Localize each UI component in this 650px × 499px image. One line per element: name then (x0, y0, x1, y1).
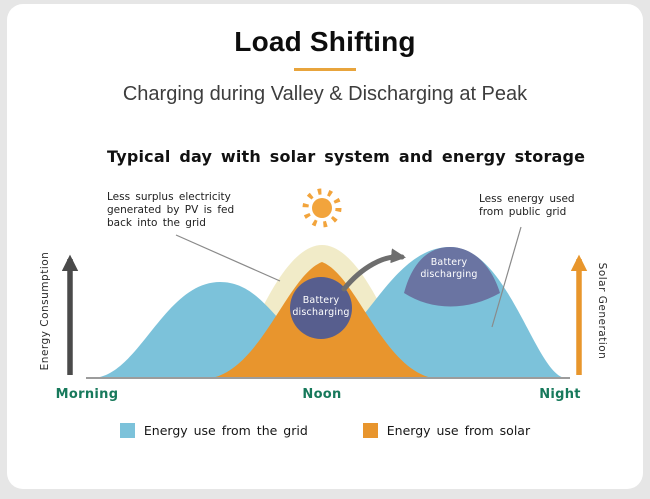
battery-discharge-peak-area (404, 247, 500, 307)
legend-label-solar: Energy use from solar (386, 423, 531, 438)
sun-icon (302, 188, 342, 228)
legend-item-grid: Energy use from the grid (119, 423, 308, 438)
battery-label-peak-line1: Battery (430, 257, 468, 268)
battery-label-peak: Battery discharging (404, 257, 494, 281)
section-heading: Typical day with solar system and energy… (107, 147, 586, 166)
grid-color-swatch (119, 423, 135, 438)
curved-arrow-icon (341, 248, 406, 292)
battery-label-noon: Battery discharging (281, 295, 361, 319)
annotation-left: Less surplus electricity generated by PV… (107, 191, 235, 230)
x-label-noon: Noon (302, 387, 342, 402)
annotation-right: Less energy used from public grid (479, 193, 575, 219)
page-subtitle: Charging during Valley & Discharging at … (122, 83, 528, 105)
legend: Energy use from the grid Energy use from… (7, 423, 643, 438)
legend-item-solar: Energy use from solar (362, 423, 531, 438)
battery-label-peak-line2: discharging (420, 268, 478, 280)
battery-label-noon-line2: discharging (292, 306, 350, 318)
load-shifting-diagram: Less surplus electricity generated by PV… (0, 175, 650, 410)
diagram-canvas (61, 188, 588, 379)
infographic-card: Load Shifting Charging during Valley & D… (7, 4, 643, 489)
legend-label-grid: Energy use from the grid (143, 423, 308, 438)
annotation-line-right (491, 226, 522, 328)
title-underline (294, 68, 356, 71)
axis-label-solar-generation: Solar Generation (596, 262, 608, 360)
x-label-night: Night (539, 387, 581, 402)
page-title: Load Shifting (234, 26, 416, 57)
battery-label-noon-line1: Battery (302, 295, 340, 306)
solar-color-swatch (362, 423, 378, 438)
x-label-morning: Morning (55, 387, 119, 402)
annotation-line-left (175, 234, 281, 282)
battery-circle (290, 277, 352, 339)
axis-label-energy-consumption: Energy Consumption (39, 251, 51, 371)
